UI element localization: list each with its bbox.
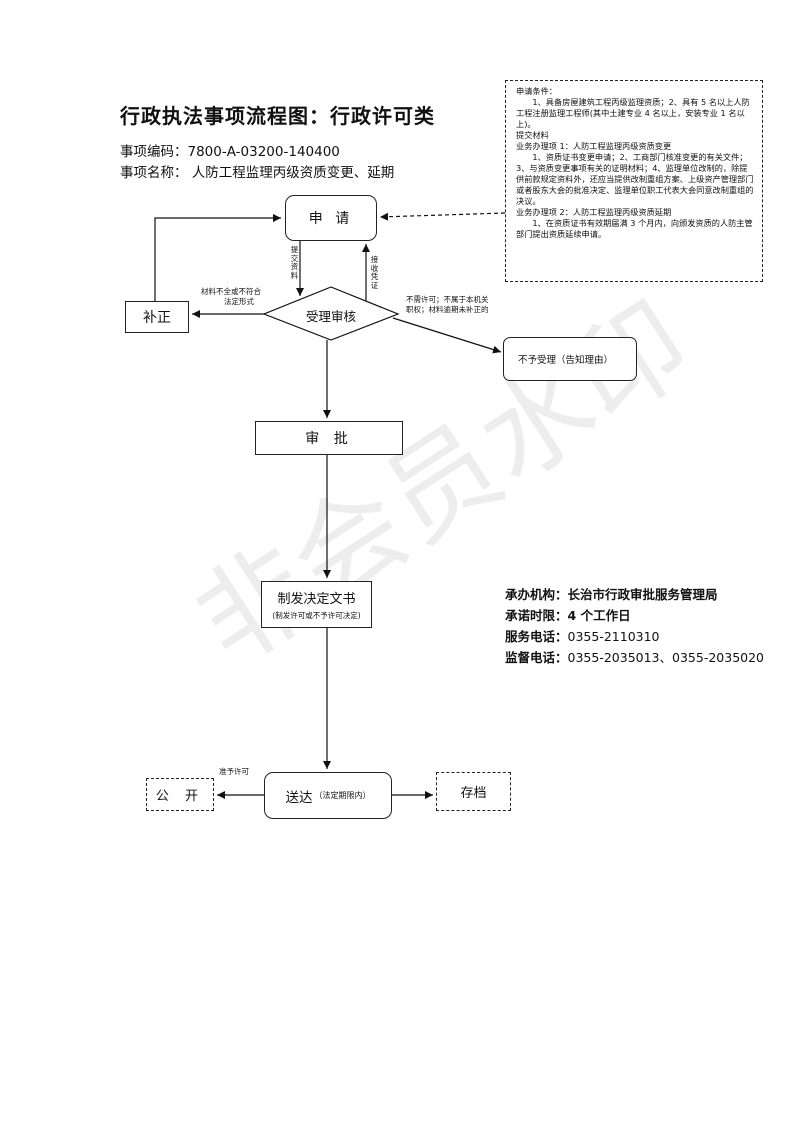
condition-line: 1、具备房屋建筑工程丙级监理资质；2、具有 5 名以上人防工程注册监理工程师(其… <box>516 97 750 129</box>
deliver-node: 送达（法定期限内） <box>264 772 392 819</box>
deliver-label: 送达 <box>285 789 313 806</box>
review-node: 受理审核 <box>305 308 356 324</box>
condition-line: 申请条件： <box>516 86 557 96</box>
public-node: 公 开 <box>146 778 214 811</box>
condition-line: 1、在资质证书有效期届满 3 个月内，向颁发资质的人防主管部门提出资质延续申请。 <box>516 218 753 239</box>
archive-node: 存档 <box>436 772 511 811</box>
reject-node: 不予受理（告知理由） <box>503 337 637 381</box>
issue-decision-label: 制发决定文书 <box>277 592 356 607</box>
arrow-supplement-loop <box>154 214 281 301</box>
receive-label: 接收凭证 <box>370 255 379 290</box>
issue-decision-note: (制发许可或不予许可决定) <box>272 611 361 620</box>
condition-line: 提交材料 <box>516 130 549 140</box>
item-name: 事项名称： 人防工程监理丙级资质变更、延期 <box>120 165 395 181</box>
condition-line: 业务办理项 1：人防工程监理丙级资质变更 <box>516 141 672 151</box>
issue-decision-node: 制发决定文书 (制发许可或不予许可决定) <box>261 581 372 628</box>
condition-line: 业务办理项 2：人防工程监理丙级资质延期 <box>516 207 672 217</box>
apply-node: 申 请 <box>285 195 377 241</box>
submit-label: 提交资料 <box>290 245 299 280</box>
arrow-to-reject <box>392 317 502 354</box>
supervise-line: 监督电话：0355-2035013、0355-2035020 <box>505 650 765 665</box>
phone-line: 服务电话：0355-2110310 <box>505 629 660 644</box>
approve-node: 审 批 <box>255 421 403 455</box>
agency-line: 承办机构：长治市行政审批服务管理局 <box>505 587 718 602</box>
incomplete-label: 材料不全或不符合 法定形式 <box>201 287 261 306</box>
conditions-box: 申请条件：1、具备房屋建筑工程丙级监理资质；2、具有 5 名以上人防工程注册监理… <box>505 80 763 282</box>
reject-reason-label: 不需许可；不属于本机关 职权；材料逾期未补正的 <box>406 295 489 314</box>
time-line: 承诺时限：4 个工作日 <box>505 608 631 623</box>
arrow-conditions <box>379 212 506 221</box>
grant-label: 准予许可 <box>219 767 249 776</box>
supplement-node: 补正 <box>125 301 189 333</box>
page-title: 行政执法事项流程图：行政许可类 <box>120 104 435 128</box>
review-diamond <box>262 286 400 341</box>
deliver-note: （法定期限内） <box>314 791 371 800</box>
item-code: 事项编码：7800-A-03200-140400 <box>120 144 340 160</box>
condition-line: 1、资质证书变更申请；2、工商部门核准变更的有关文件；3、与资质变更事项有关的证… <box>516 152 754 206</box>
